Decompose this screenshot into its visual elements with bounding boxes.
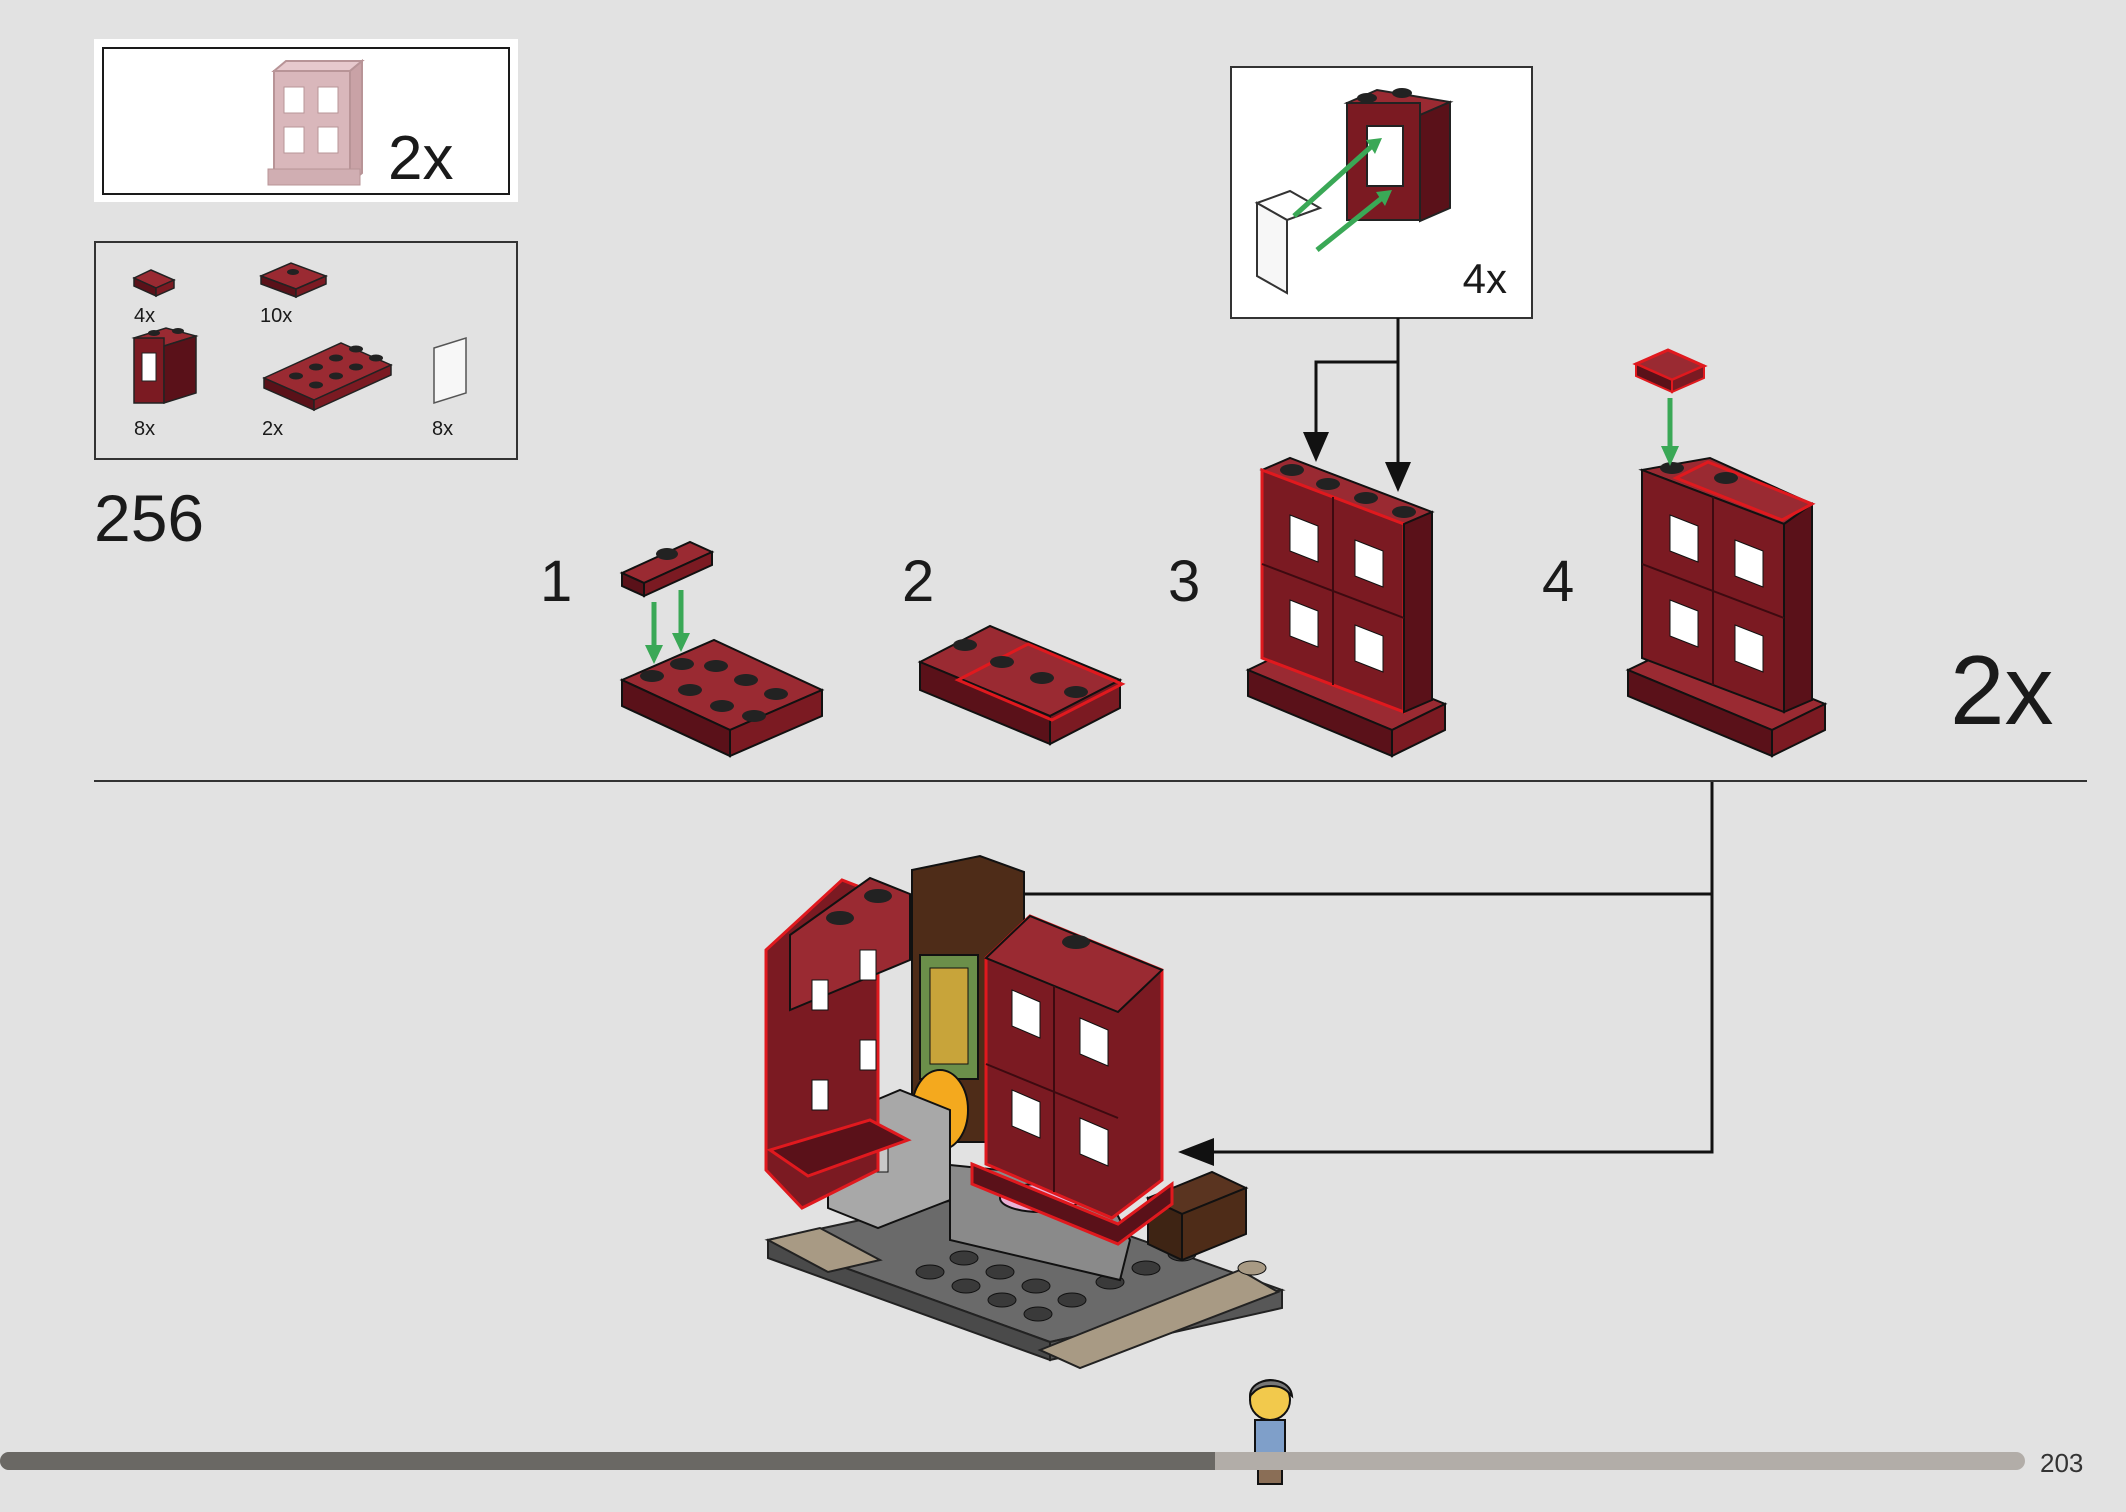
arrow-down-icon [1303,432,1329,462]
submodel-count-frame: 2x [102,47,510,195]
part-qty-label: 10x [260,305,293,327]
step3-build [1245,456,1448,758]
plate-1x1-icon [132,269,176,298]
arrow-down-icon [1385,462,1411,492]
part-qty-label: 8x [432,418,454,440]
substep-number-1: 1 [540,549,573,614]
window-assembly-icon [1254,88,1454,295]
step-number: 256 [94,481,205,555]
part-qty-label: 4x [134,305,156,327]
callout-connector [1314,318,1400,480]
step1-build [619,540,825,758]
parts-list: 4x 10x 8x 2x 8x [94,241,518,460]
window-callout-box: 4x [1230,66,1533,319]
progress-fill [0,1452,1215,1470]
final-assembly [764,854,1286,1370]
part-qty-label: 8x [134,418,156,440]
substep-number-4: 4 [1542,549,1575,614]
final-connector [926,782,1714,1154]
tile-1x2-icon [258,262,329,299]
substep-number-2: 2 [902,549,935,614]
submodel-count-label: 2x [388,124,454,193]
callout-quantity: 4x [1462,255,1507,302]
submodel-count-box: 2x [94,39,518,202]
window-frame-icon [131,327,199,405]
page-number: 203 [2040,1448,2084,1478]
window-glass-icon [433,336,467,405]
arrow-left-icon [1178,1138,1214,1166]
step4-build [1625,348,1828,758]
subassembly-multiplier: 2x [1950,635,2054,745]
substep-number-3: 3 [1168,549,1201,614]
wall-thumbnail-icon [267,58,365,186]
part-qty-label: 2x [262,418,284,440]
step2-build [917,624,1126,746]
plate-2x4-icon [262,342,393,412]
